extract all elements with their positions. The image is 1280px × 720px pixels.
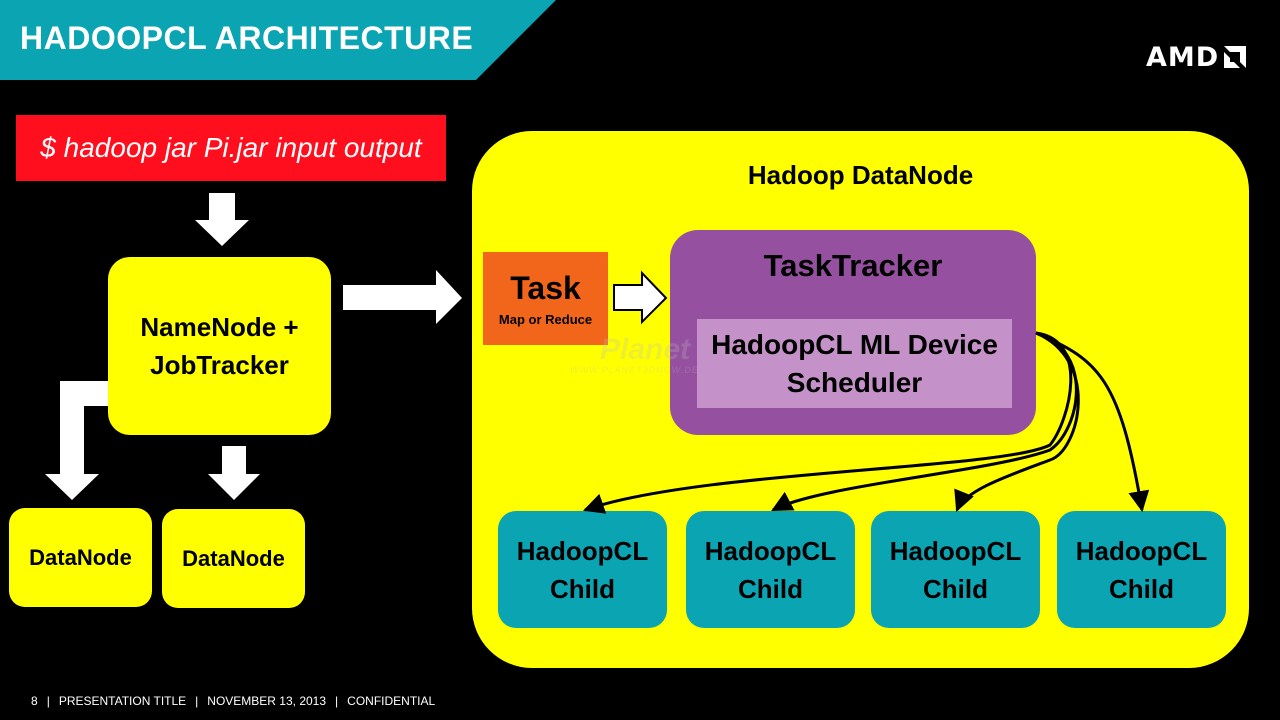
child-label-line2: Child [1108, 573, 1174, 604]
watermark-main: Planet [600, 333, 691, 366]
task-subtitle: Map or Reduce [498, 312, 593, 327]
footer-separator: | [46, 694, 50, 708]
child-label-line1: HadoopCL [1075, 535, 1208, 566]
hadoopcl-child-box: HadoopCL Child [1057, 511, 1226, 628]
ml-device-scheduler-box: HadoopCL ML Device Scheduler [697, 319, 1012, 408]
child-label-line2: Child [549, 573, 615, 604]
task-title: Task [510, 270, 581, 306]
child-label-line1: HadoopCL [889, 535, 1022, 566]
hadoopcl-child-box: HadoopCL Child [686, 511, 855, 628]
arrow-down-icon [195, 193, 249, 246]
footer-classification: CONFIDENTIAL [347, 694, 436, 708]
hadoopcl-child-box: HadoopCL Child [498, 511, 667, 628]
footer-date: NOVEMBER 13, 2013 [207, 694, 327, 708]
datanode-label: DataNode [182, 545, 285, 571]
arrow-down-icon [208, 446, 260, 500]
slide-title: HADOOPCL ARCHITECTURE [20, 20, 474, 56]
scheduler-label-line1: HadoopCL ML Device [711, 328, 998, 360]
child-label-line1: HadoopCL [516, 535, 649, 566]
jobtracker-label-line2: JobTracker [150, 350, 289, 380]
footer-separator: | [335, 694, 339, 708]
hadoopcl-child-box: HadoopCL Child [871, 511, 1040, 628]
title-banner [0, 0, 556, 80]
hadoop-datanode-title: Hadoop DataNode [747, 160, 974, 190]
tasktracker-title: TaskTracker [763, 248, 943, 283]
child-label-line2: Child [737, 573, 803, 604]
amd-arrow-icon [1224, 46, 1247, 68]
child-label-line2: Child [922, 573, 988, 604]
datanode-label: DataNode [29, 544, 132, 570]
datanode-box: DataNode [162, 509, 305, 608]
watermark-sub: WWW.PLANET3DNOW.DE [570, 365, 699, 375]
arrow-down-left-icon [45, 381, 108, 500]
command-box: $ hadoop jar Pi.jar input output [16, 115, 446, 181]
scheduler-label-line2: Scheduler [786, 366, 923, 398]
logo-text: AMD [1146, 41, 1220, 73]
watermark: Planet WWW.PLANET3DNOW.DE [560, 333, 699, 376]
footer-presentation-title: PRESENTATION TITLE [58, 694, 187, 708]
datanode-box: DataNode [9, 508, 152, 607]
jobtracker-label-line1: NameNode + [140, 312, 299, 342]
footer-page-number: 8 [31, 694, 38, 708]
command-text: $ hadoop jar Pi.jar input output [40, 132, 422, 163]
child-label-line1: HadoopCL [704, 535, 837, 566]
namenode-jobtracker-box: NameNode + JobTracker [108, 257, 331, 435]
amd-logo: AMD [1146, 41, 1248, 73]
task-box: Task Map or Reduce [483, 252, 608, 345]
arrow-right-icon [343, 270, 462, 324]
footer: 8 | PRESENTATION TITLE | NOVEMBER 13, 20… [31, 694, 435, 708]
footer-separator: | [195, 694, 199, 708]
